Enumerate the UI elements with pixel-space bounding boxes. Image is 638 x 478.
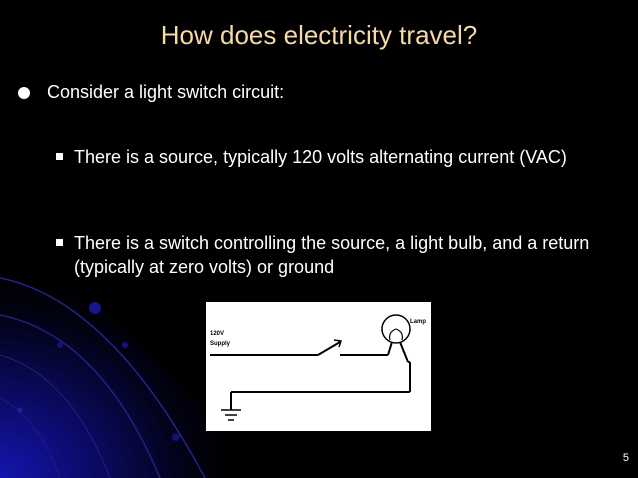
supply-label: Supply: [210, 341, 231, 347]
page-number: 5: [622, 452, 629, 464]
supply-voltage-label: 120V: [210, 331, 224, 337]
switch-arrow-icon: [333, 339, 342, 348]
lamp-filament-icon: [389, 328, 403, 341]
slide-title: How does electricity travel?: [160, 20, 478, 50]
lamp-bulb-icon: [381, 314, 411, 344]
sub-bullet-text: There is a source, typically 120 volts a…: [74, 147, 567, 167]
square-bullet-icon: [56, 239, 63, 246]
bullet-dot-icon: [18, 87, 30, 99]
switch-lever-icon: [317, 341, 341, 356]
circuit-diagram: 120V Supply Lamp: [206, 302, 431, 431]
lamp-label: Lamp: [410, 319, 426, 325]
ground-symbol-icon: [221, 409, 241, 421]
square-bullet-icon: [56, 153, 63, 160]
bullet-main-text: Consider a light switch circuit:: [47, 82, 285, 102]
sub-bullet-text: There is a switch controlling the source…: [74, 233, 590, 277]
